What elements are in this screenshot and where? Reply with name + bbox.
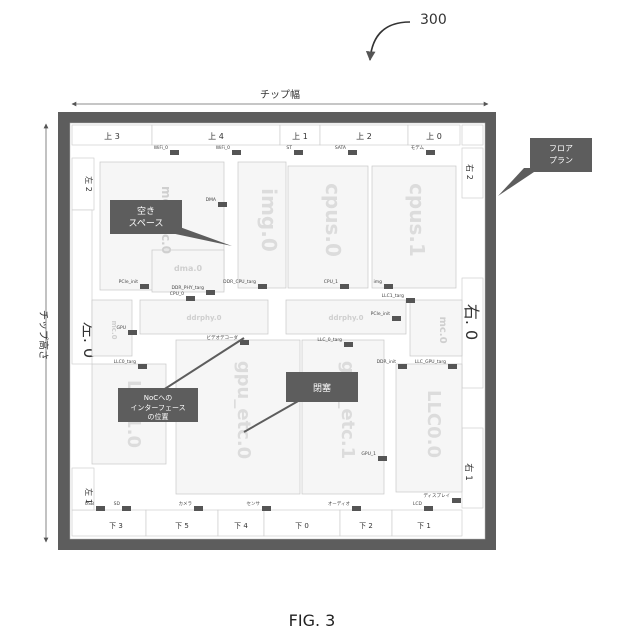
block-label-img0: img.0 — [257, 188, 281, 252]
noc-port-label-18: LLC_GPU_targ — [415, 359, 446, 365]
noc-port-label-23: オーディオ — [328, 500, 351, 507]
bottom-edge-1: 下 5 — [175, 522, 189, 530]
block-label-ddrphy-left: ddrphy.0 — [187, 314, 222, 322]
noc-port-label-7: CPU_0 — [170, 291, 184, 297]
noc-port-label-15: GPU — [117, 325, 127, 331]
block-label-cpus1: cpus.1 — [405, 183, 429, 257]
bottom-edge-0: 下 3 — [109, 522, 123, 530]
noc-port-label-17: LLC_0_targ — [317, 337, 342, 343]
left-edge-0: 左 2 — [84, 176, 94, 192]
noc-port-label-21: カメラ — [179, 501, 193, 507]
noc-port-label-8: CPU_1 — [324, 279, 338, 285]
block-label-llc0: LLC0.0 — [423, 390, 444, 458]
noc-port-label-26: ST — [286, 145, 292, 151]
callout-block-text: 閉塞 — [313, 382, 331, 394]
chip-height-label: チップ高さ — [37, 310, 50, 360]
noc-port-label-22: センサ — [247, 501, 261, 507]
floorplan-callout-text-1: フロア — [549, 144, 573, 153]
bottom-edge-4: 下 2 — [359, 522, 373, 530]
top-edge-1: 上 4 — [208, 132, 224, 141]
noc-port-label-2: SATA — [335, 145, 347, 151]
bottom-edge-2: 下 4 — [234, 522, 248, 530]
chip-width-label: チップ幅 — [260, 88, 300, 101]
noc-port-label-4: DMA — [206, 197, 217, 203]
noc-port-label-6: PCIe_init — [119, 279, 139, 285]
top-edge-4: 上 0 — [426, 132, 442, 141]
block-label-cpus0: cpus.0 — [321, 183, 345, 257]
callout-noc-text-2: インターフェース — [130, 403, 185, 412]
noc-port-label-9: img — [374, 279, 383, 285]
right-edge-1: 右. 0 — [462, 304, 481, 340]
block-label-gpu0: gpu_etc.0 — [233, 361, 254, 459]
floorplan-callout-text-2: プラン — [549, 156, 573, 165]
noc-port-label-1: WiFi_0 — [216, 145, 230, 151]
top-edge-row — [72, 125, 483, 145]
noc-port-label-5: DDR_PHY_targ — [171, 285, 204, 291]
bottom-edge-3: 下 0 — [295, 522, 309, 530]
top-edge-0: 上 3 — [104, 132, 120, 141]
noc-port-label-3: モデム — [411, 144, 425, 151]
callout-noc-text-1: NoCへの — [144, 394, 172, 402]
floorplan-pointer — [498, 168, 540, 196]
noc-port-label-10: DDR_CPU_targ — [223, 279, 256, 285]
noc-port-label-11: LLC1_targ — [382, 293, 405, 299]
noc-port-label-27: SD — [114, 501, 121, 507]
noc-port-label-24: LCD — [413, 501, 423, 507]
top-edge-2: 上 1 — [292, 132, 308, 141]
figure-ref-number: 300 — [420, 12, 447, 28]
ref-arrow — [370, 22, 410, 60]
bottom-edge-5: 下 1 — [417, 522, 431, 530]
callout-space-text-1: 空き — [137, 205, 155, 217]
noc-port-label-12: LLC0_targ — [114, 359, 137, 365]
noc-port-label-14: PCIe_init — [371, 311, 391, 317]
top-edge-3: 上 2 — [356, 132, 372, 141]
right-edge-0: 右 2 — [465, 164, 475, 180]
callout-space-text-2: スペース — [129, 219, 164, 229]
right-edge-2: 右 1 — [463, 463, 475, 481]
noc-port-label-16: ビデオデコーダ — [207, 334, 239, 341]
block-mc0-right — [410, 300, 462, 356]
noc-port-label-20: USB — [85, 501, 94, 507]
figure-caption: FIG. 3 — [289, 611, 336, 630]
noc-port-label-19: GPU_1 — [361, 451, 376, 457]
noc-port-label-13: DDR_init — [377, 359, 397, 365]
block-label-dma0: dma.0 — [174, 264, 203, 273]
block-label-mc0-right: mc.0 — [437, 316, 448, 343]
callout-noc-text-3: の位置 — [148, 412, 169, 421]
block-label-ddrphy-right: ddrphy.0 — [329, 314, 364, 322]
noc-port-label-0: WiFi_0 — [154, 145, 168, 151]
bottom-edge-row — [72, 510, 462, 536]
noc-port-label-25: ディスプレイ — [423, 492, 450, 499]
